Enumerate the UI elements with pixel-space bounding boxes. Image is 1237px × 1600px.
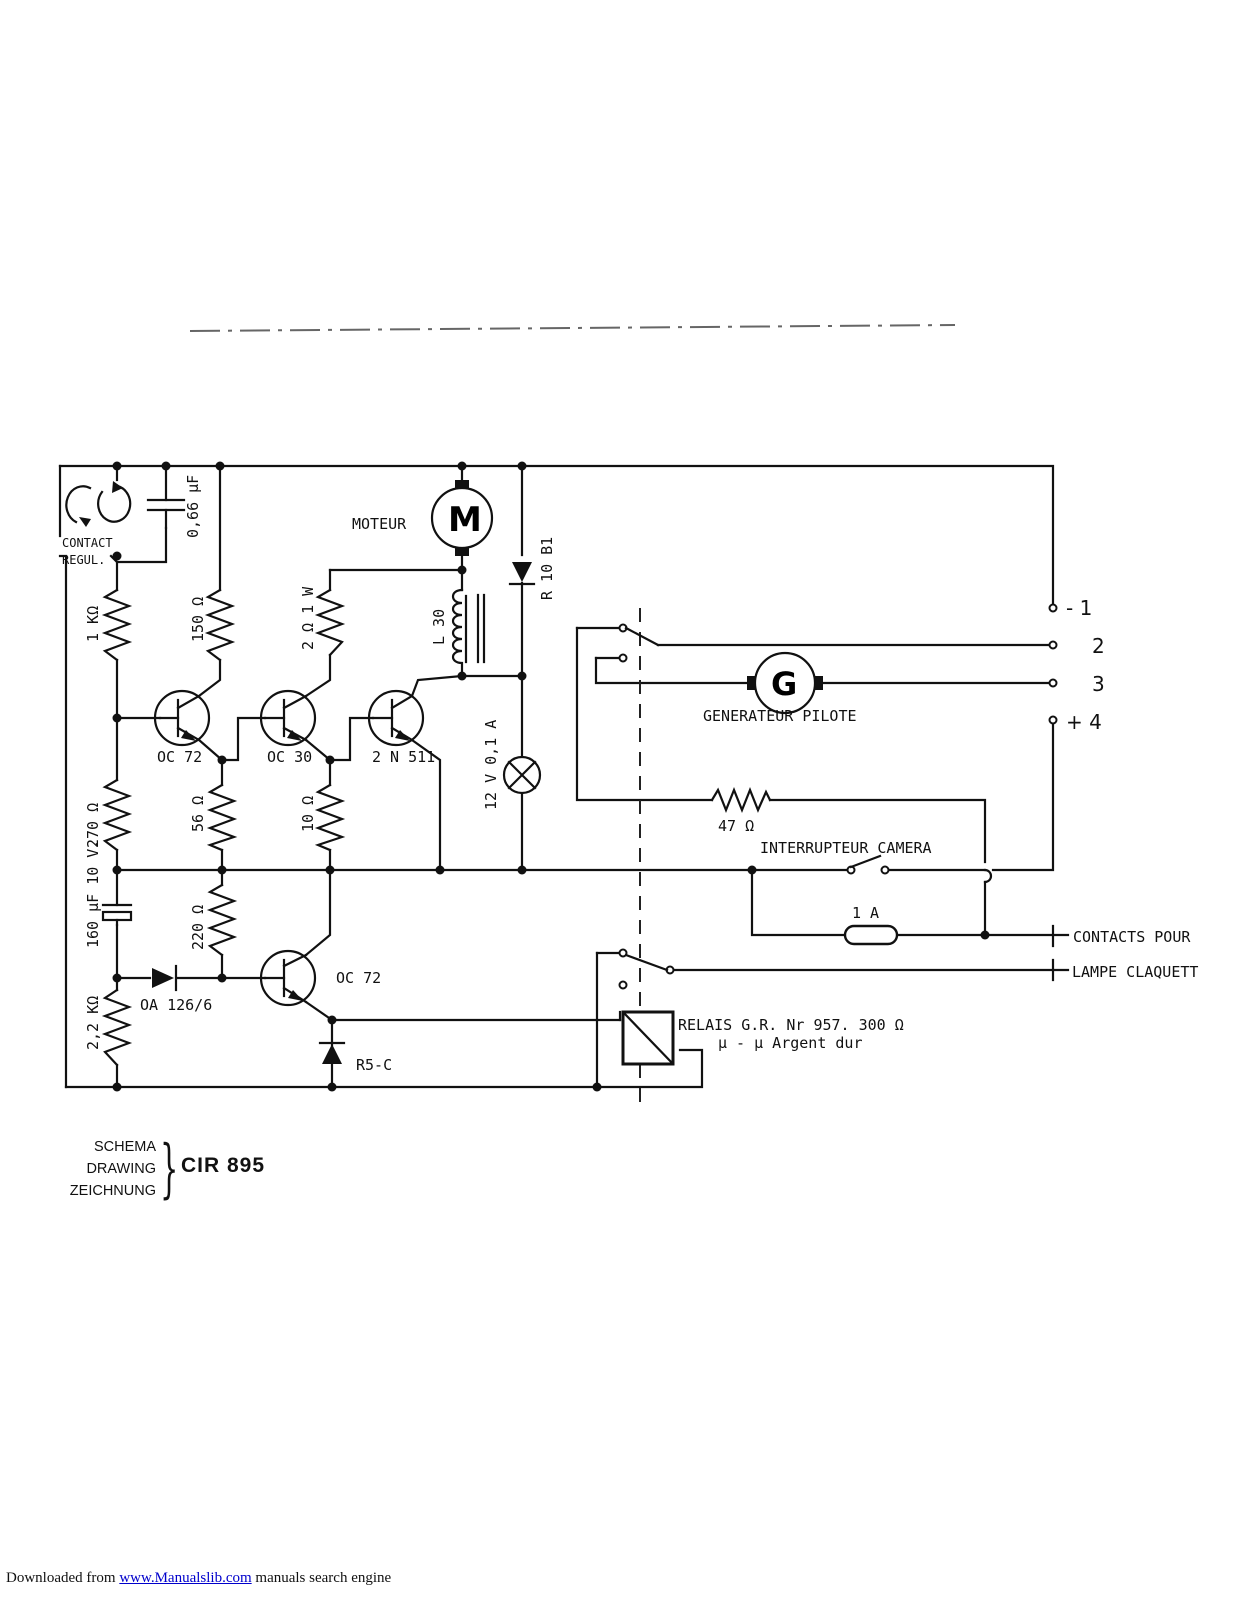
label-r-56: 56 Ω	[189, 796, 207, 832]
motor	[430, 480, 494, 556]
label-moteur: MOTEUR	[352, 515, 407, 533]
resistor-150	[204, 588, 236, 662]
label-cap-160: 160 µF 10 V.	[84, 840, 102, 948]
diode-oa126	[152, 964, 178, 992]
label-r-220: 220 Ω	[189, 905, 207, 950]
transistor-oc72-2	[259, 949, 317, 1007]
terminal-label-1: - 1	[1066, 596, 1092, 620]
label-gen-symbol: G	[771, 665, 797, 703]
diode-r10b1	[508, 562, 536, 586]
transistor-2n511	[367, 689, 425, 747]
label-2n511: 2 N 511	[372, 748, 435, 766]
label-relais-2: µ - µ Argent dur	[718, 1034, 863, 1052]
title-zeichnung: ZEICHNUNG	[69, 1183, 156, 1199]
capacitor-066uf	[146, 498, 186, 530]
title-drawing: DRAWING	[86, 1161, 156, 1177]
label-fuse: 1 A	[852, 904, 879, 922]
scan-artifact	[189, 324, 956, 332]
label-motor-symbol: M	[448, 500, 482, 540]
relay-coil	[621, 1010, 675, 1066]
resistor-56	[206, 783, 238, 852]
label-oc72-2: OC 72	[336, 969, 381, 987]
label-r-1k: 1 KΩ	[84, 606, 102, 642]
resistor-10	[314, 783, 346, 852]
label-lamp: 12 V 0,1 A	[482, 720, 500, 810]
contact-regul-symbol	[65, 481, 132, 527]
label-r-150: 150 Ω	[189, 597, 207, 642]
output-terminals	[1048, 603, 1070, 982]
label-generateur: GENERATEUR PILOTE	[703, 707, 857, 725]
label-lampe-claquett: LAMPE CLAQUETT	[1072, 963, 1198, 981]
label-r-47: 47 Ω	[718, 817, 754, 835]
resistor-2-2k	[101, 988, 133, 1067]
label-r-2-2k: 2,2 KΩ	[84, 996, 102, 1050]
label-l30: L 30	[430, 609, 448, 645]
title-block: SCHEMA DRAWING ZEICHNUNG } CIR 895	[60, 1132, 320, 1206]
inductor-l30	[451, 588, 486, 665]
label-contacts-pour: CONTACTS POUR	[1073, 928, 1191, 946]
fuse-1a	[843, 924, 899, 946]
label-contact-regul-1: CONTACT	[62, 536, 113, 550]
label-contact-regul-2: REGUL.	[62, 553, 105, 567]
footer-prefix: Downloaded from	[6, 1570, 120, 1586]
diode-r5c	[318, 1041, 346, 1064]
resistor-1k	[101, 588, 133, 662]
label-r-2-1w: 2 Ω 1 W	[299, 586, 317, 650]
label-interrupteur: INTERRUPTEUR CAMERA	[760, 839, 932, 857]
title-brace: }	[160, 1132, 179, 1206]
drawing-code: CIR 895	[181, 1154, 266, 1177]
footer-suffix: manuals search engine	[251, 1570, 392, 1586]
resistor-47	[710, 787, 772, 813]
transistor-oc72-1	[153, 689, 211, 747]
terminal-label-3: 3	[1092, 672, 1105, 696]
wiring	[58, 464, 1055, 1089]
transistor-oc30	[259, 689, 317, 747]
label-oc72-1: OC 72	[157, 748, 202, 766]
lamp-12v	[502, 755, 542, 795]
capacitor-160uf	[101, 903, 133, 927]
download-footer: Downloaded from www.Manualslib.com manua…	[6, 1570, 391, 1587]
relay-switch-top	[618, 623, 660, 663]
label-r-10: 10 Ω	[299, 796, 317, 832]
resistor-220	[206, 883, 238, 957]
label-r-270: 270 Ω	[84, 803, 102, 848]
junction-dots	[112, 461, 990, 1092]
resistor-2-1w	[314, 588, 346, 657]
camera-switch	[846, 854, 890, 875]
title-schema: SCHEMA	[93, 1139, 156, 1155]
relay-switch-bottom	[618, 948, 675, 990]
label-cap-066: 0,66 µF	[184, 475, 202, 538]
label-oc30: OC 30	[267, 748, 312, 766]
terminal-label-4: + 4	[1066, 710, 1102, 734]
label-oa126: OA 126/6	[140, 996, 212, 1014]
label-r10b1: R 10 B1	[538, 537, 556, 600]
terminal-label-2: 2	[1092, 634, 1105, 658]
manualslib-link[interactable]: www.Manualslib.com	[119, 1570, 252, 1586]
generator	[747, 651, 823, 715]
label-relais-1: RELAIS G.R. Nr 957. 300 Ω	[678, 1016, 904, 1034]
label-r5c: R5-C	[356, 1056, 392, 1074]
resistor-270	[101, 778, 133, 852]
